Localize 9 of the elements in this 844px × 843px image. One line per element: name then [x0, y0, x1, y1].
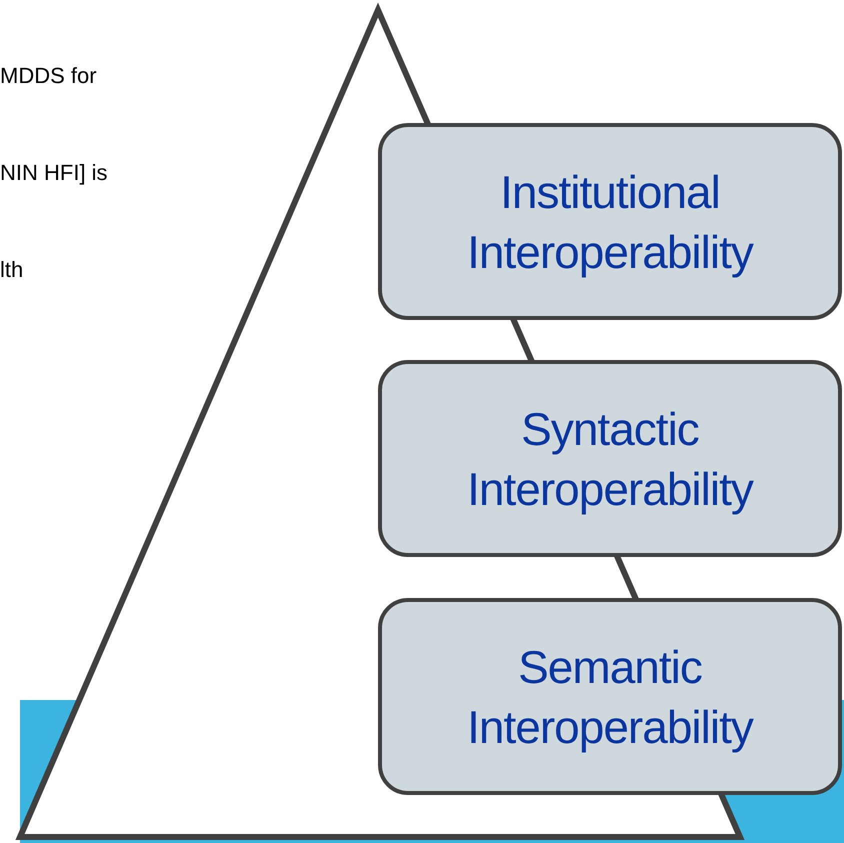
rounded-box [378, 360, 842, 557]
box-title: Institutional Interoperability [466, 164, 754, 280]
box-title: Syntactic Interoperability [466, 402, 754, 516]
text-line: NIN HFI] is [0, 159, 108, 187]
rounded-box [378, 123, 842, 320]
text-line: MDDS for [0, 62, 97, 90]
text-line: lth [0, 256, 24, 284]
box-title: Semantic Interoperability [466, 640, 754, 754]
rounded-box [378, 598, 842, 795]
